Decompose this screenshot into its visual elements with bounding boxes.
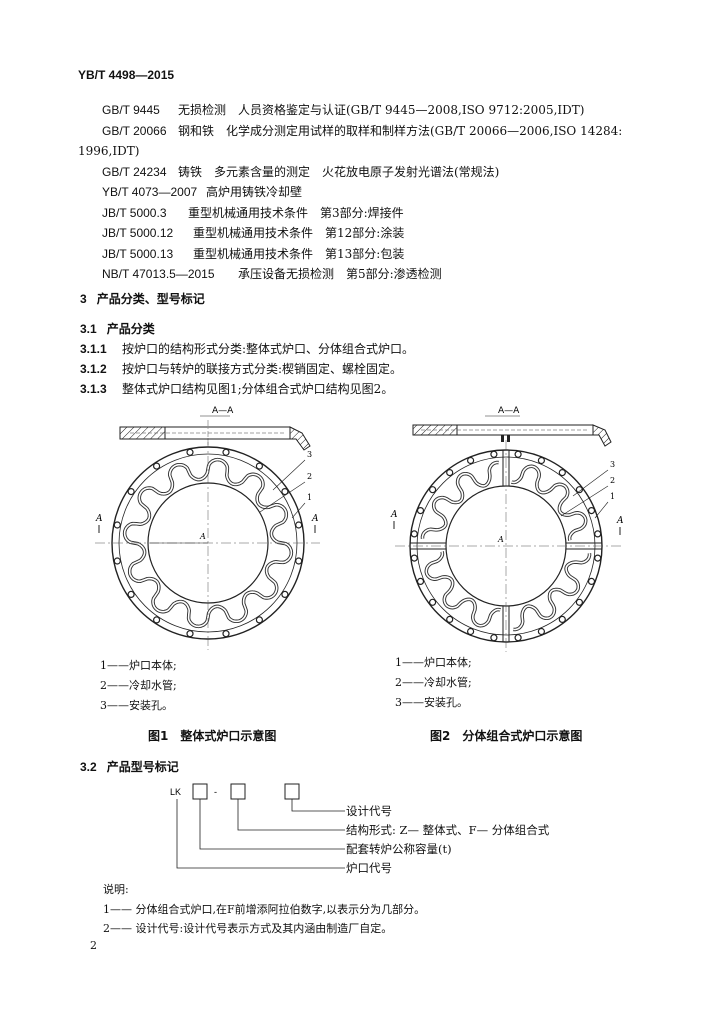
mounting-hole — [594, 554, 602, 562]
mounting-hole — [410, 554, 418, 562]
mounting-hole — [281, 487, 289, 496]
label-furnace-mouth-code: 炉口代号 — [346, 861, 392, 875]
callout-1: 1 — [610, 492, 615, 501]
mounting-hole — [446, 615, 454, 623]
a-mark-left: A — [390, 510, 398, 520]
label-capacity: 配套转炉公称容量(t) — [346, 842, 452, 856]
mounting-hole — [410, 530, 418, 538]
callout-3: 3 — [610, 460, 615, 469]
mounting-hole — [558, 615, 566, 623]
center-label: A — [497, 535, 504, 544]
figure-2-caption: 图2 分体组合式炉口示意图 — [430, 729, 583, 743]
label-design-code: 设计代号 — [346, 804, 392, 818]
mounting-holes — [113, 448, 303, 638]
mounting-hole — [446, 468, 454, 477]
model-dash: - — [214, 788, 217, 798]
mounting-hole — [255, 616, 263, 624]
split-joints — [410, 450, 602, 642]
callout-2: 2 — [307, 472, 312, 481]
mounting-hole — [575, 486, 583, 494]
mounting-hole — [127, 590, 135, 598]
section-3-1-heading: 3.1 产品分类 — [80, 322, 155, 336]
figure-1-legend: 1——炉口本体; 2——冷却水管; 3——安装孔。 — [100, 659, 177, 712]
notes-title: 说明: — [103, 883, 129, 896]
mounting-hole — [152, 616, 161, 624]
mounting-hole — [222, 630, 230, 638]
mounting-hole — [186, 630, 194, 638]
mounting-hole — [127, 487, 135, 496]
ring-plan-view — [395, 440, 623, 652]
mounting-hole — [537, 627, 545, 636]
mounting-hole — [255, 462, 263, 470]
mounting-hole — [514, 634, 522, 642]
mounting-hole — [428, 598, 437, 606]
mounting-hole — [113, 557, 121, 565]
standard-number: YB/T 4498—2015 — [78, 68, 175, 82]
mounting-hole — [514, 450, 522, 458]
section-profile — [119, 420, 311, 451]
callout-3: 3 — [307, 450, 312, 459]
figure-2-legend: 1——炉口本体; 2——冷却水管; 3——安装孔。 — [395, 656, 472, 709]
mounting-hole — [295, 557, 303, 565]
mounting-hole — [587, 506, 596, 515]
mounting-hole — [587, 577, 596, 585]
box-capacity — [192, 783, 208, 800]
mounting-hole — [416, 577, 425, 585]
mounting-hole — [558, 468, 566, 477]
figure-1-integral-furnace-mouth: A—A A A A 3 2 1 — [95, 406, 320, 650]
figure-2-split-furnace-mouth: A—A A A A 3 2 1 — [390, 406, 624, 652]
section-3-heading: 3 产品分类、型号标记 — [80, 292, 205, 306]
mounting-hole — [428, 486, 437, 494]
section-3-2-heading: 3.2 产品型号标记 — [80, 760, 179, 774]
note-item-1: 1—— 分体组合式炉口,在F前增添阿拉伯数字,以表示分为几部分。 — [103, 903, 426, 916]
section-label: A—A — [498, 406, 520, 416]
mounting-hole — [186, 448, 194, 456]
mounting-hole — [594, 530, 602, 538]
mounting-hole — [152, 462, 161, 470]
figure-1-caption: 图1 整体式炉口示意图 — [148, 729, 277, 743]
mounting-hole — [575, 598, 583, 606]
reference-item-continuation: 1996,IDT) — [78, 144, 140, 158]
center-label: A — [199, 532, 206, 541]
box-structure — [230, 783, 246, 800]
mounting-hole — [537, 456, 545, 465]
model-prefix: LK — [170, 787, 181, 797]
section-label: A—A — [212, 406, 234, 416]
label-structure-form: 结构形式: Z— 整体式、F— 分体组合式 — [346, 823, 550, 837]
note-item-2: 2—— 设计代号:设计代号表示方式及其内涵由制造厂自定。 — [103, 922, 393, 935]
mounting-hole — [490, 634, 498, 642]
model-marking-diagram: LK - — [170, 783, 345, 869]
mounting-hole — [416, 506, 425, 515]
ring-plan-view — [95, 438, 320, 650]
mounting-holes — [410, 450, 602, 642]
mounting-hole — [281, 590, 289, 598]
mounting-hole — [490, 450, 498, 458]
mounting-hole — [295, 521, 303, 529]
a-mark-right: A — [616, 516, 624, 526]
page-number: 2 — [90, 939, 97, 952]
mounting-hole — [222, 448, 230, 456]
callout-1: 1 — [307, 493, 312, 502]
a-mark-right: A — [311, 514, 319, 524]
mounting-hole — [466, 456, 475, 465]
a-mark-left: A — [95, 514, 103, 524]
mounting-hole — [466, 627, 475, 636]
callout-2: 2 — [610, 476, 615, 485]
mounting-hole — [113, 521, 121, 529]
box-design-code — [284, 783, 300, 800]
section-profile — [412, 424, 612, 447]
